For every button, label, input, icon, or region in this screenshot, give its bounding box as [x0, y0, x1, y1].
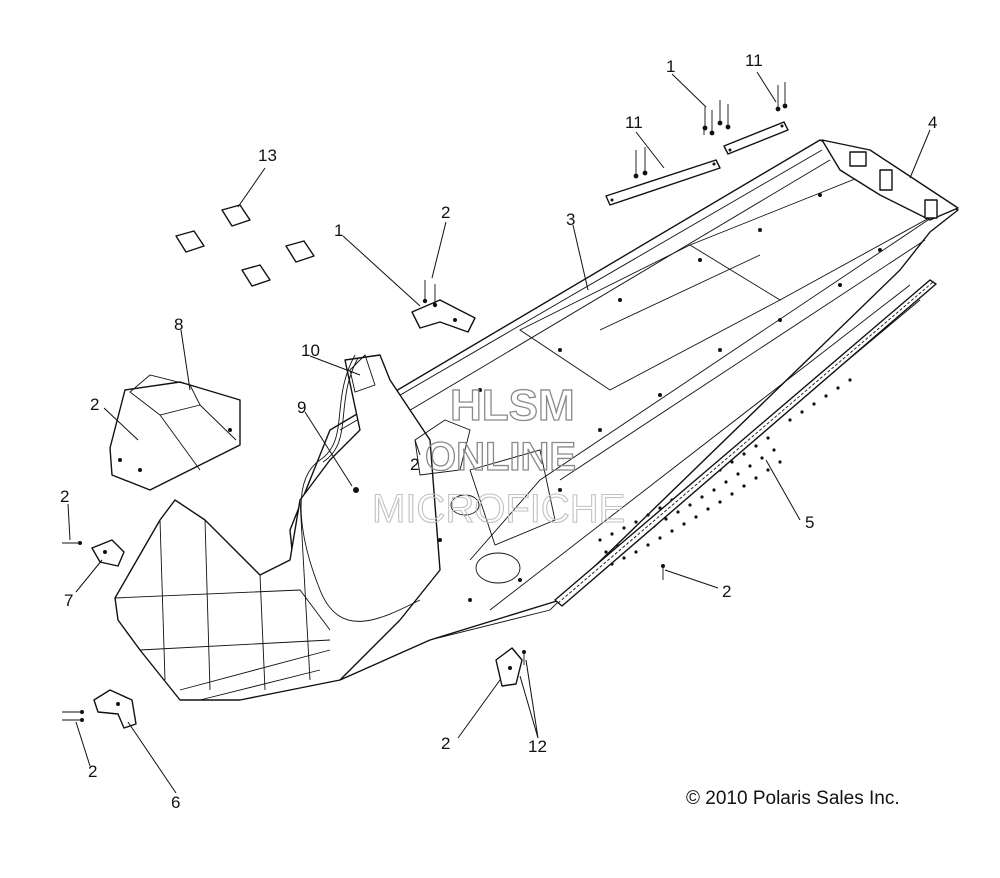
callout-12: 12 — [528, 737, 547, 756]
front-frame — [114, 354, 471, 701]
watermark-line-3: MICROFICHE — [372, 487, 625, 531]
watermark-line-2: ONLINE — [425, 435, 576, 479]
plate-part-12 — [495, 647, 523, 687]
callout-13: 13 — [258, 146, 277, 165]
watermark: HLSM ONLINE MICROFICHE — [371, 380, 625, 531]
callout-6: 6 — [171, 793, 180, 812]
bracket-part-1 — [411, 280, 476, 333]
callout-labels: 1 11 11 4 13 2 1 3 8 10 2 9 2 2 5 7 2 2 … — [60, 51, 937, 812]
cable-part-10 — [300, 354, 421, 622]
rear-bumper-part-4 — [821, 139, 959, 221]
callout-4: 4 — [928, 113, 937, 132]
leader-lines — [67, 71, 931, 794]
rivets-part-1 — [633, 82, 788, 179]
callout-2a: 2 — [441, 203, 450, 222]
callout-2f: 2 — [441, 734, 450, 753]
callout-2c: 2 — [410, 455, 419, 474]
callout-2e: 2 — [722, 582, 731, 601]
strip-part-11-left — [605, 159, 721, 206]
callout-11b: 11 — [625, 113, 643, 132]
callout-1a: 1 — [666, 57, 675, 76]
callout-7: 7 — [64, 591, 73, 610]
callout-2b: 2 — [90, 395, 99, 414]
callout-11a: 11 — [745, 51, 763, 70]
pads-part-13 — [175, 204, 315, 287]
callout-8: 8 — [174, 315, 183, 334]
fasteners-part-2 — [62, 468, 665, 722]
callout-1b: 1 — [334, 221, 343, 240]
callout-10: 10 — [301, 341, 320, 360]
callout-3: 3 — [566, 210, 575, 229]
rail-part-5 — [554, 279, 937, 607]
bracket-part-6 — [93, 689, 137, 729]
watermark-line-1: HLSM — [450, 381, 575, 430]
bracket-part-7 — [91, 539, 125, 567]
bracket-part-8 — [109, 374, 241, 491]
callout-2d: 2 — [60, 487, 69, 506]
copyright-notice: © 2010 Polaris Sales Inc. — [686, 788, 900, 809]
callout-9: 9 — [297, 398, 306, 417]
strip-part-11-right — [723, 121, 789, 155]
callout-5: 5 — [805, 513, 814, 532]
callout-2g: 2 — [88, 762, 97, 781]
